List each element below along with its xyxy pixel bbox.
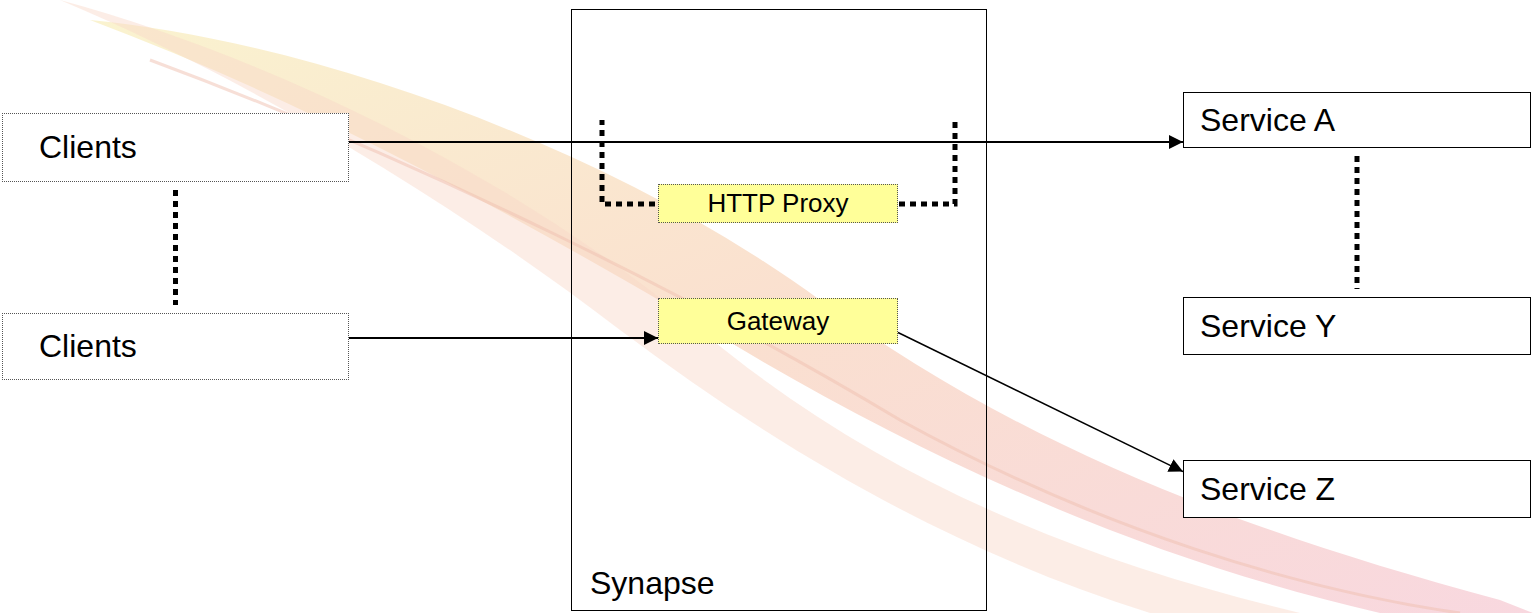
- arrow-connector: [349, 141, 1183, 143]
- client-box: Clients: [2, 113, 349, 182]
- dotted-connector: [1355, 156, 1360, 289]
- dotted-connector: [173, 190, 178, 305]
- node-label: Clients: [39, 129, 137, 166]
- node-label: Service Z: [1200, 471, 1335, 508]
- service-box: Service Y: [1183, 297, 1531, 355]
- node-label: Service A: [1200, 102, 1335, 139]
- arrow-connector: [349, 337, 658, 339]
- synapse-container: Synapse HTTP ProxyGateway: [571, 9, 987, 611]
- gateway-box: Gateway: [658, 298, 898, 344]
- node-label: Synapse: [590, 565, 715, 602]
- client-box: Clients: [2, 313, 349, 380]
- proxy-box: HTTP Proxy: [658, 184, 898, 223]
- node-label: Gateway: [727, 306, 830, 337]
- service-box: Service A: [1183, 92, 1531, 148]
- node-label: Service Y: [1200, 308, 1336, 345]
- node-label: HTTP Proxy: [707, 188, 848, 219]
- node-label: Clients: [39, 328, 137, 365]
- service-box: Service Z: [1183, 460, 1531, 518]
- bracket-left: [602, 120, 655, 204]
- arrow-connector: [898, 333, 1183, 472]
- bracket-right: [899, 120, 955, 204]
